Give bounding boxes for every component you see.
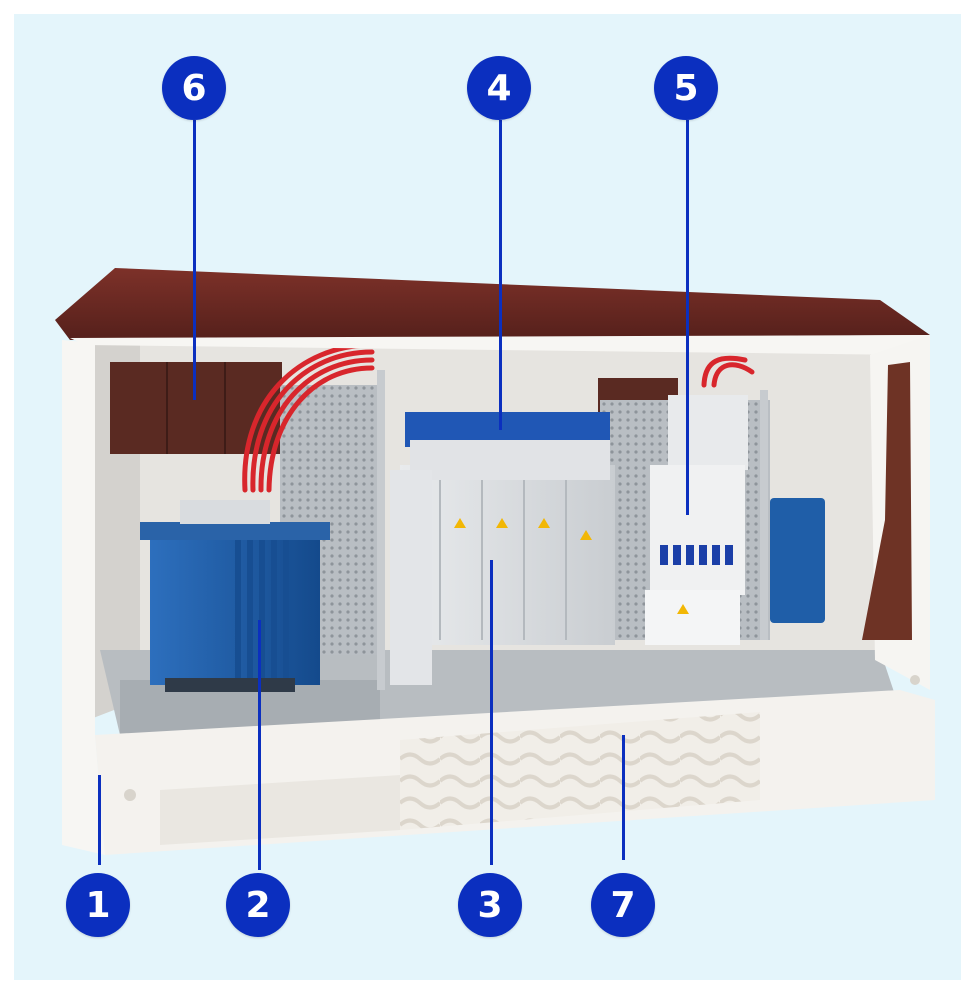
switchgear-cabinet bbox=[390, 412, 615, 685]
callout-marker-7: 7 bbox=[591, 873, 655, 937]
leader-line-4 bbox=[499, 120, 502, 430]
leader-line-2 bbox=[258, 620, 261, 870]
leader-line-6 bbox=[193, 120, 196, 400]
callout-marker-1: 1 bbox=[66, 873, 130, 937]
leader-line-5 bbox=[686, 120, 689, 515]
low-voltage-panel bbox=[645, 395, 748, 645]
side-door bbox=[862, 335, 930, 690]
callout-marker-3: 3 bbox=[458, 873, 522, 937]
leader-line-1 bbox=[98, 775, 101, 865]
callout-marker-4: 4 bbox=[467, 56, 531, 120]
callout-marker-2: 2 bbox=[226, 873, 290, 937]
enclosure-wall bbox=[62, 340, 105, 855]
transformer bbox=[140, 500, 330, 692]
roof bbox=[55, 268, 930, 355]
ventilation-grille bbox=[110, 362, 678, 454]
callout-marker-6: 6 bbox=[162, 56, 226, 120]
leader-line-3 bbox=[490, 560, 493, 865]
transformer-secondary bbox=[770, 498, 825, 623]
leader-line-7 bbox=[622, 735, 625, 860]
callout-marker-5: 5 bbox=[654, 56, 718, 120]
